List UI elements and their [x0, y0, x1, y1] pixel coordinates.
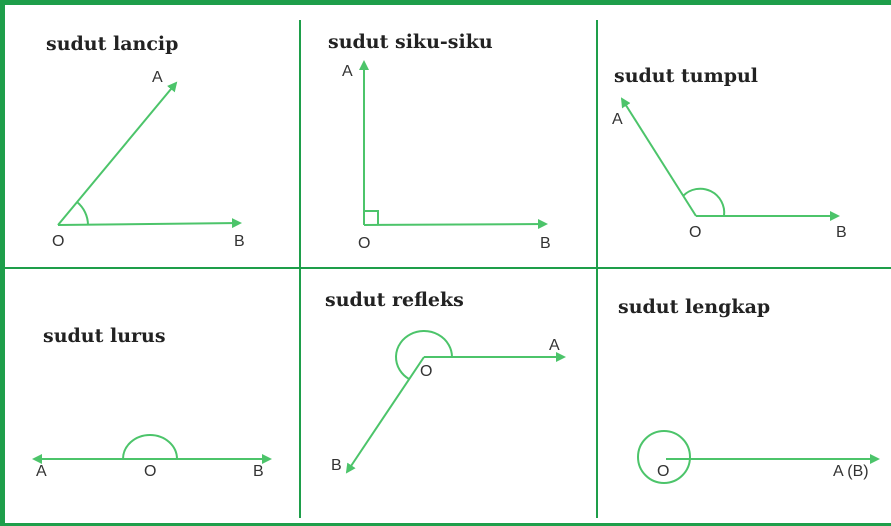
panel-title: sudut lancip: [46, 33, 178, 55]
point-label-o: O: [689, 224, 701, 241]
angle-arc: [682, 187, 726, 217]
panel-obtuse-angle: sudut tumpul A O B: [612, 65, 847, 241]
point-label-o: O: [657, 463, 669, 480]
point-label-a: A: [342, 63, 353, 80]
point-label-o: O: [52, 233, 64, 250]
point-label-o: O: [144, 463, 156, 480]
panel-straight-angle: sudut lurus A O B: [32, 325, 272, 480]
point-label-b: B: [253, 463, 264, 480]
point-label-b: B: [234, 233, 245, 250]
point-label-o: O: [420, 363, 432, 380]
panel-full-angle: sudut lengkap O A (B): [618, 296, 880, 484]
angle-arc: [395, 330, 453, 380]
point-label-a: A: [152, 69, 163, 86]
point-label-b: B: [331, 457, 342, 474]
panel-title: sudut tumpul: [614, 65, 758, 87]
angle-arc: [76, 201, 89, 226]
ray-ob: [345, 356, 425, 474]
ray-ob: [57, 218, 242, 229]
angle-circle: [637, 430, 691, 484]
point-label-o: O: [358, 235, 370, 252]
panel-title: sudut lengkap: [618, 296, 770, 318]
panel-acute-angle: sudut lancip A O B: [46, 33, 245, 250]
angle-arc: [122, 434, 178, 460]
point-label-a: A: [549, 337, 560, 354]
panel-title: sudut lurus: [43, 325, 166, 347]
ray-ob: [363, 219, 548, 230]
point-label-a: A: [612, 111, 623, 128]
point-label-b: B: [836, 224, 847, 241]
point-label-ab: A (B): [833, 463, 869, 480]
panel-title: sudut refleks: [325, 289, 464, 311]
point-label-a: A: [36, 463, 47, 480]
panel-title: sudut siku-siku: [328, 31, 493, 53]
right-angle-mark: [364, 210, 379, 225]
panel-right-angle: sudut siku-siku A O B: [328, 31, 551, 252]
ray-oa: [57, 81, 178, 226]
point-label-b: B: [540, 235, 551, 252]
panel-reflex-angle: sudut refleks A O B: [325, 289, 566, 474]
ray-oa: [620, 97, 697, 217]
